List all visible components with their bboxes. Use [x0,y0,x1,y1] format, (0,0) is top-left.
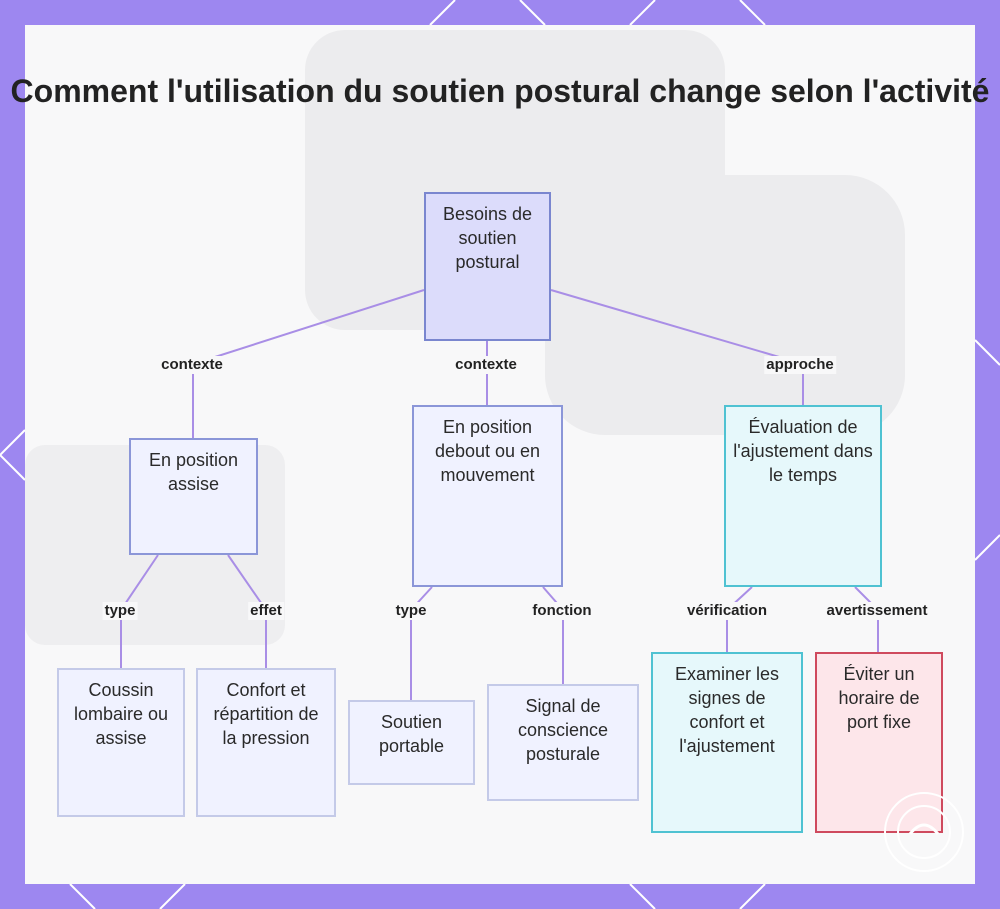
page-title: Comment l'utilisation du soutien postura… [10,73,990,109]
node-examiner: Examiner les signes de confort et l'ajus… [651,652,803,833]
node-position-assise: En position assise [129,438,258,555]
node-evaluation: Évaluation de l'ajustement dans le temps [724,405,882,587]
edge-label: contexte [453,356,519,374]
node-coussin: Coussin lombaire ou assise [57,668,185,817]
edge-label: type [102,602,138,620]
node-label: Examiner les signes de confort et l'ajus… [674,664,780,756]
edge-label: effet [248,602,284,620]
node-label: Éviter un horaire de port fixe [838,664,920,732]
edge-label: approche [764,356,836,374]
edge-label: vérification [684,602,770,620]
node-signal: Signal de conscience posturale [487,684,639,801]
edge-label: fonction [530,602,594,620]
node-position-debout: En position debout ou en mouvement [412,405,563,587]
edge-root-sitting [192,289,425,438]
node-soutien-portable: Soutien portable [348,700,475,785]
node-label: Confort et répartition de la pression [213,680,319,748]
edge-root-evaluation [550,289,804,405]
node-label: En position debout ou en mouvement [434,417,541,485]
edge-label: type [393,602,429,620]
node-label: Coussin lombaire ou assise [73,680,169,748]
node-label: En position assise [148,450,239,494]
edge-label: avertissement [824,602,930,620]
edge-label: contexte [159,356,225,374]
brand-logo [884,792,964,872]
node-label: Évaluation de l'ajustement dans le temps [733,417,873,485]
node-confort: Confort et répartition de la pression [196,668,336,817]
node-label: Besoins de soutien postural [442,204,533,272]
node-label: Signal de conscience posturale [517,696,609,764]
logo-icon [897,805,951,859]
node-besoins-soutien: Besoins de soutien postural [424,192,551,341]
node-label: Soutien portable [378,712,445,756]
